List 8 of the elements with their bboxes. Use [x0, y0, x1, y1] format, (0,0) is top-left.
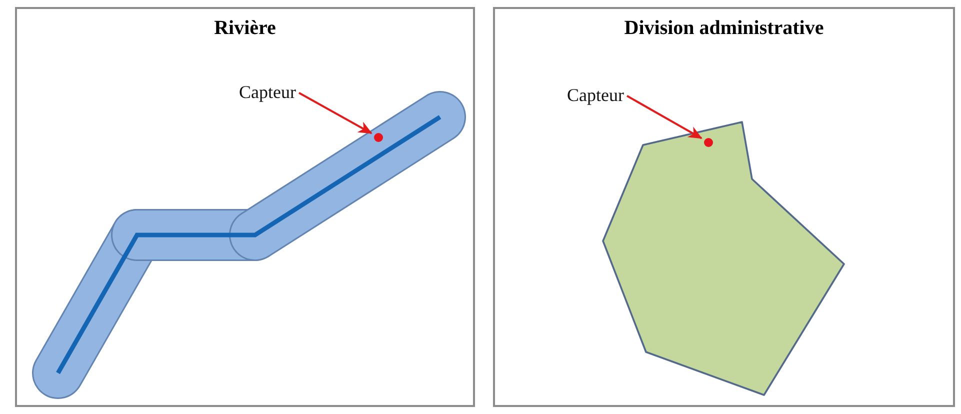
leader-arrow	[298, 92, 372, 134]
leader-arrow	[626, 95, 702, 140]
callout-label: Capteur	[567, 86, 624, 106]
panel-title: Division administrative	[624, 17, 824, 39]
callout-label: Capteur	[239, 83, 296, 103]
panel-frame	[493, 7, 955, 407]
panel-frame	[15, 7, 475, 407]
panel-title: Rivière	[214, 17, 276, 39]
